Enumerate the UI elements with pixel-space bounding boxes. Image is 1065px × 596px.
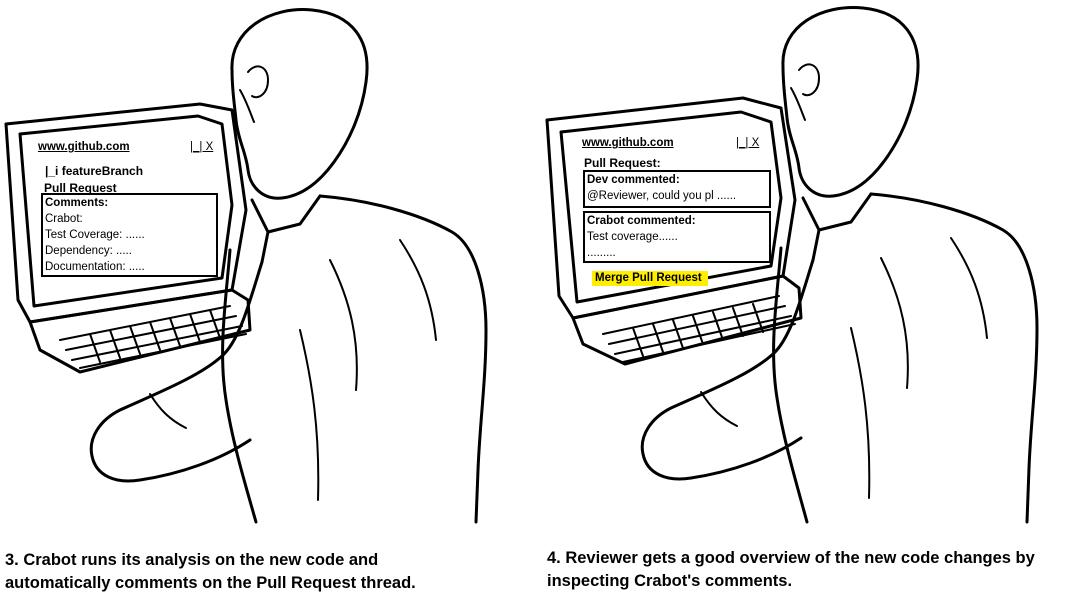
panel-step-4: www.github.com |_| X Pull Request: Dev c… (533, 0, 1065, 596)
comment-line: Dependency: ..... (45, 245, 132, 257)
crabot-comment-box: Crabot commented: Test coverage...... ..… (583, 211, 771, 263)
comment-line: Test Coverage: ...... (45, 229, 145, 241)
crabot-comment-line: Test coverage...... (587, 231, 678, 243)
url-text[interactable]: www.github.com (38, 141, 130, 153)
caption-line-1: 3. Crabot runs its analysis on the new c… (5, 551, 379, 569)
person-at-laptop-illustration (545, 6, 1039, 524)
window-controls[interactable]: |_| X (736, 137, 760, 149)
pull-request-label: Pull Request (44, 181, 117, 195)
window-controls[interactable]: |_| X (190, 141, 214, 153)
caption-line-2: automatically comments on the Pull Reque… (5, 574, 416, 592)
caption-line-2: inspecting Crabot's comments. (547, 572, 793, 590)
caption-line-1: 4. Reviewer gets a good overview of the … (547, 549, 1035, 567)
branch-label: |_i featureBranch (45, 164, 144, 178)
dev-comment-text: @Reviewer, could you pl ...... (587, 190, 737, 202)
comments-title: Comments: (45, 197, 109, 209)
dev-comment-title: Dev commented: (587, 174, 680, 186)
comment-line: Documentation: ..... (45, 261, 145, 273)
crabot-comment-title: Crabot commented: (587, 215, 696, 227)
panel-step-3: www.github.com |_| X |_i featureBranch P… (0, 0, 532, 596)
dev-comment-box: Dev commented: @Reviewer, could you pl .… (583, 170, 771, 208)
pull-request-label: Pull Request: (584, 156, 661, 170)
merge-pull-request-button[interactable]: Merge Pull Request (592, 271, 708, 286)
comment-line: Crabot: (45, 213, 83, 225)
comments-box: Comments: Crabot: Test Coverage: ...... … (41, 193, 218, 277)
crabot-comment-line: ......... (587, 247, 616, 259)
url-text[interactable]: www.github.com (582, 137, 674, 149)
